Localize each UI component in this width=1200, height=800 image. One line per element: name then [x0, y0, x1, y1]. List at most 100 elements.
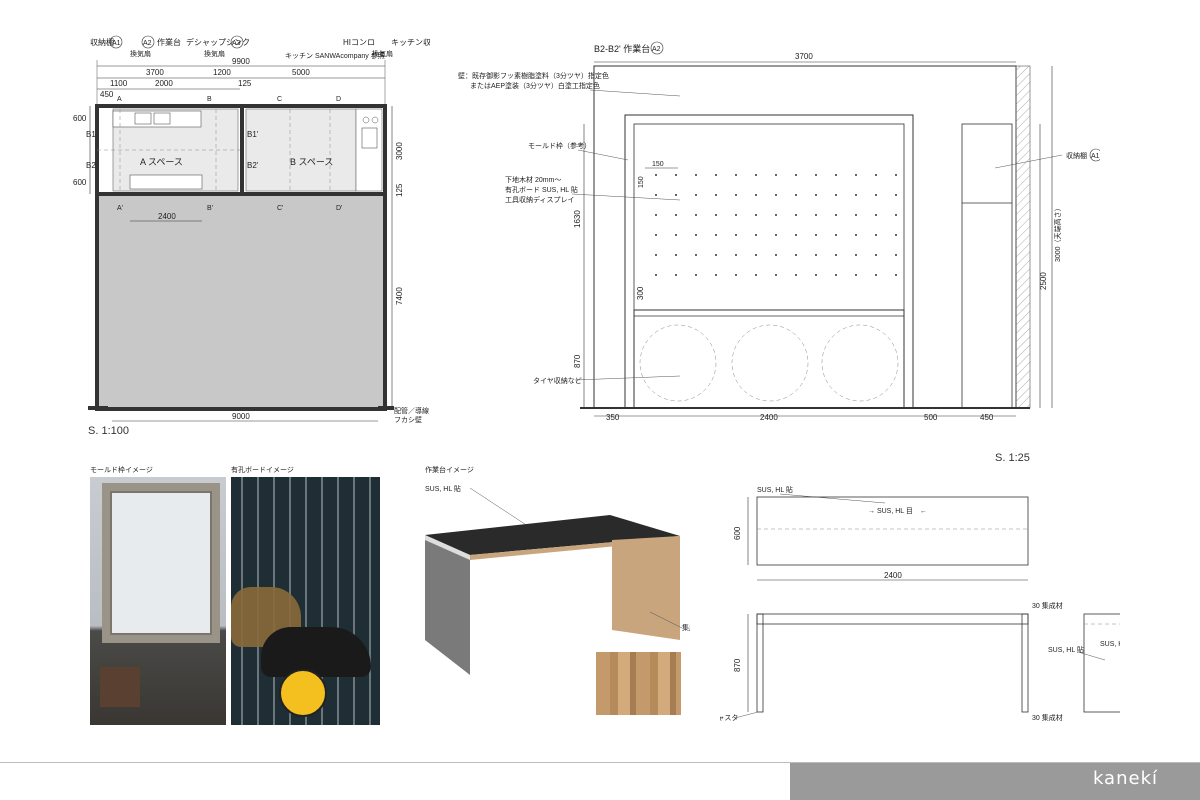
peg-hole	[735, 174, 737, 176]
elev-workbench	[633, 309, 905, 409]
peg-hole	[815, 174, 817, 176]
plan-side-dimensions: 600 600 3000 125 7400	[73, 106, 404, 409]
note-storage-ref: A1	[1091, 153, 1100, 160]
plan-section-markers: A B C D A' B' C' D' B1 B2 B1' B2'	[86, 96, 342, 212]
peg-hole	[815, 254, 817, 256]
peg-hole	[835, 214, 837, 216]
section-d-prime: D'	[336, 205, 342, 212]
elev-dim-150-v: 150	[638, 176, 645, 188]
bench-laminated-bottom: 30 集成材	[1032, 713, 1063, 722]
peg-hole	[675, 194, 677, 196]
dim-1100: 1100	[110, 79, 128, 88]
peg-hole	[715, 214, 717, 216]
elev-dim-150-h: 150	[652, 161, 664, 168]
elev-dim-450: 450	[980, 413, 994, 422]
bench-front-top	[756, 613, 1029, 625]
dim-5000: 5000	[292, 68, 310, 77]
peg-hole	[715, 194, 717, 196]
section-a-prime: A'	[117, 205, 123, 212]
peg-hole	[695, 174, 697, 176]
hatched-wall	[1015, 65, 1031, 409]
peg-hole	[775, 194, 777, 196]
peg-hole	[895, 214, 897, 216]
peg-hole	[655, 214, 657, 216]
bench-laminated-top: 30 集成材	[1032, 601, 1063, 610]
molding-frame-photo	[90, 477, 226, 725]
peg-hole	[835, 234, 837, 236]
elev-dim-1630: 1630	[573, 210, 582, 228]
storage-shelf	[961, 123, 1013, 409]
peg-hole	[835, 194, 837, 196]
elev-dim-300: 300	[636, 286, 645, 300]
section-d: D	[336, 96, 341, 103]
workbench-sus-label: SUS, HL 貼	[425, 486, 461, 493]
peg-hole	[735, 214, 737, 216]
peg-hole	[895, 254, 897, 256]
callout-kitchen-storage: キッチン収納	[391, 37, 430, 47]
peg-hole	[695, 254, 697, 256]
peg-hole	[875, 174, 877, 176]
peg-hole	[795, 274, 797, 276]
peg-hole	[695, 274, 697, 276]
peg-hole	[775, 214, 777, 216]
elev-dim-870: 870	[573, 354, 582, 368]
bench-left-leg	[425, 535, 470, 675]
peg-hole	[775, 274, 777, 276]
section-b2: B2	[86, 161, 96, 170]
bench-side-label-2: SUS, HL 貼	[1048, 645, 1084, 654]
peg-hole	[855, 234, 857, 236]
callout-sink-label: デシャップシンク	[186, 37, 250, 47]
peg-hole	[755, 234, 757, 236]
peg-hole	[675, 174, 677, 176]
peg-hole	[875, 234, 877, 236]
elevation-dimensions: 150 150 1630 300 870 350 2400 500 450 25…	[573, 66, 1062, 422]
peg-hole	[775, 254, 777, 256]
section-b-prime: B'	[207, 205, 213, 212]
peg-hole	[855, 274, 857, 276]
peg-hole	[755, 194, 757, 196]
plan-walls	[88, 104, 394, 411]
peg-hole	[835, 274, 837, 276]
peg-hole	[735, 194, 737, 196]
bench-dim-870: 870	[733, 658, 742, 672]
space-b-label: B スペース	[290, 157, 333, 167]
laminated-wood-sample	[596, 652, 681, 715]
peg-hole	[875, 194, 877, 196]
peg-hole	[755, 254, 757, 256]
dim-125-top: 125	[238, 79, 252, 88]
section-c-prime: C'	[277, 205, 283, 212]
peg-hole	[695, 194, 697, 196]
elevation-title-ref: A2	[652, 46, 661, 53]
dim-450: 450	[100, 90, 114, 99]
peg-hole	[895, 274, 897, 276]
note-storage: 収納棚	[1066, 151, 1087, 160]
dim-3700: 3700	[146, 68, 164, 77]
callout-storage-label: 収納棚	[90, 37, 114, 47]
peg-hole	[715, 254, 717, 256]
dim-2400: 2400	[158, 212, 176, 221]
callout-a3: A3	[232, 40, 241, 47]
bench-top-label: SUS, HL 貼	[757, 485, 793, 494]
wiring-label: 配管／導線	[394, 406, 429, 415]
dim-3000: 3000	[395, 142, 404, 160]
brand-logo: kanekí	[1092, 768, 1158, 789]
floor-plan: 収納棚 A1 A2 作業台 デシャップシンク A3 HIコンロ キッチン収納 B…	[73, 35, 430, 424]
plan-fixtures	[97, 109, 379, 191]
peg-hole	[735, 274, 737, 276]
peg-hole	[855, 174, 857, 176]
dim-2000: 2000	[155, 79, 173, 88]
peg-hole	[755, 214, 757, 216]
laminated-label: 集成材	[682, 623, 690, 632]
peg-hole	[835, 254, 837, 256]
dim-1200: 1200	[213, 68, 231, 77]
note-tire: タイヤ収納など	[533, 376, 582, 385]
bench-adjuster-label: アジャスタ	[720, 713, 738, 722]
peg-hole	[815, 214, 817, 216]
note-wall-2: またはAEP塗装（3分ツヤ）白塗工指定色	[470, 81, 600, 90]
peg-hole	[795, 234, 797, 236]
bench-drawings: SUS, HL 貼 → SUS, HL 目 ← 600 2400 870 30 …	[720, 485, 1120, 722]
bench-front-left-leg	[756, 613, 764, 713]
section-b1-prime: B1'	[247, 130, 259, 139]
peg-hole	[715, 234, 717, 236]
elev-dim-2500: 2500	[1039, 272, 1048, 290]
